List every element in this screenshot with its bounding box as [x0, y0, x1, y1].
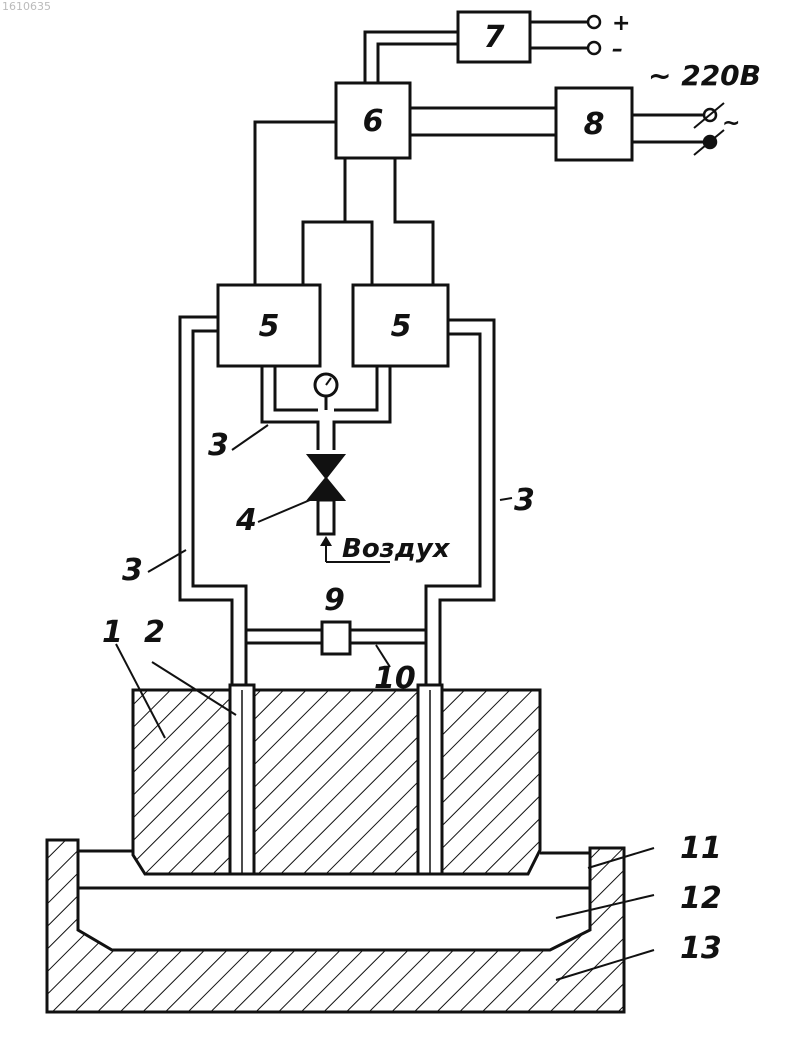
valve-icon — [308, 455, 344, 500]
pressure-gauge-icon — [315, 374, 337, 410]
label-3-inner: 3 — [208, 428, 229, 463]
label-11: 11 — [680, 831, 722, 866]
label-10: 10 — [374, 661, 416, 696]
block-5-right-label: 5 — [391, 309, 412, 344]
air-label: Воздух — [342, 534, 451, 564]
hatched-block — [133, 685, 540, 874]
block-7-label: 7 — [484, 20, 505, 55]
label-12: 12 — [680, 881, 722, 916]
block-boxes — [218, 12, 632, 366]
ac-voltage-label: ~ 220В — [648, 59, 761, 92]
block-5-left-label: 5 — [259, 309, 280, 344]
minus-label: – — [612, 37, 623, 62]
block-6-label: 6 — [363, 104, 384, 139]
label-13: 13 — [680, 931, 722, 966]
label-2: 2 — [144, 615, 165, 650]
valve-9 — [322, 622, 350, 654]
ac-symbol-label: ~ — [722, 111, 740, 136]
plus-label: + — [612, 11, 630, 36]
label-1: 1 — [102, 615, 123, 650]
label-3-outer: 3 — [122, 553, 143, 588]
label-4: 4 — [235, 503, 257, 538]
plus-terminal-icon — [588, 16, 600, 28]
label-9: 9 — [324, 583, 345, 618]
block-8-label: 8 — [584, 107, 605, 142]
header-code: 1610635 — [2, 0, 51, 13]
label-3-right: 3 — [514, 483, 535, 518]
minus-terminal-icon — [588, 42, 600, 54]
